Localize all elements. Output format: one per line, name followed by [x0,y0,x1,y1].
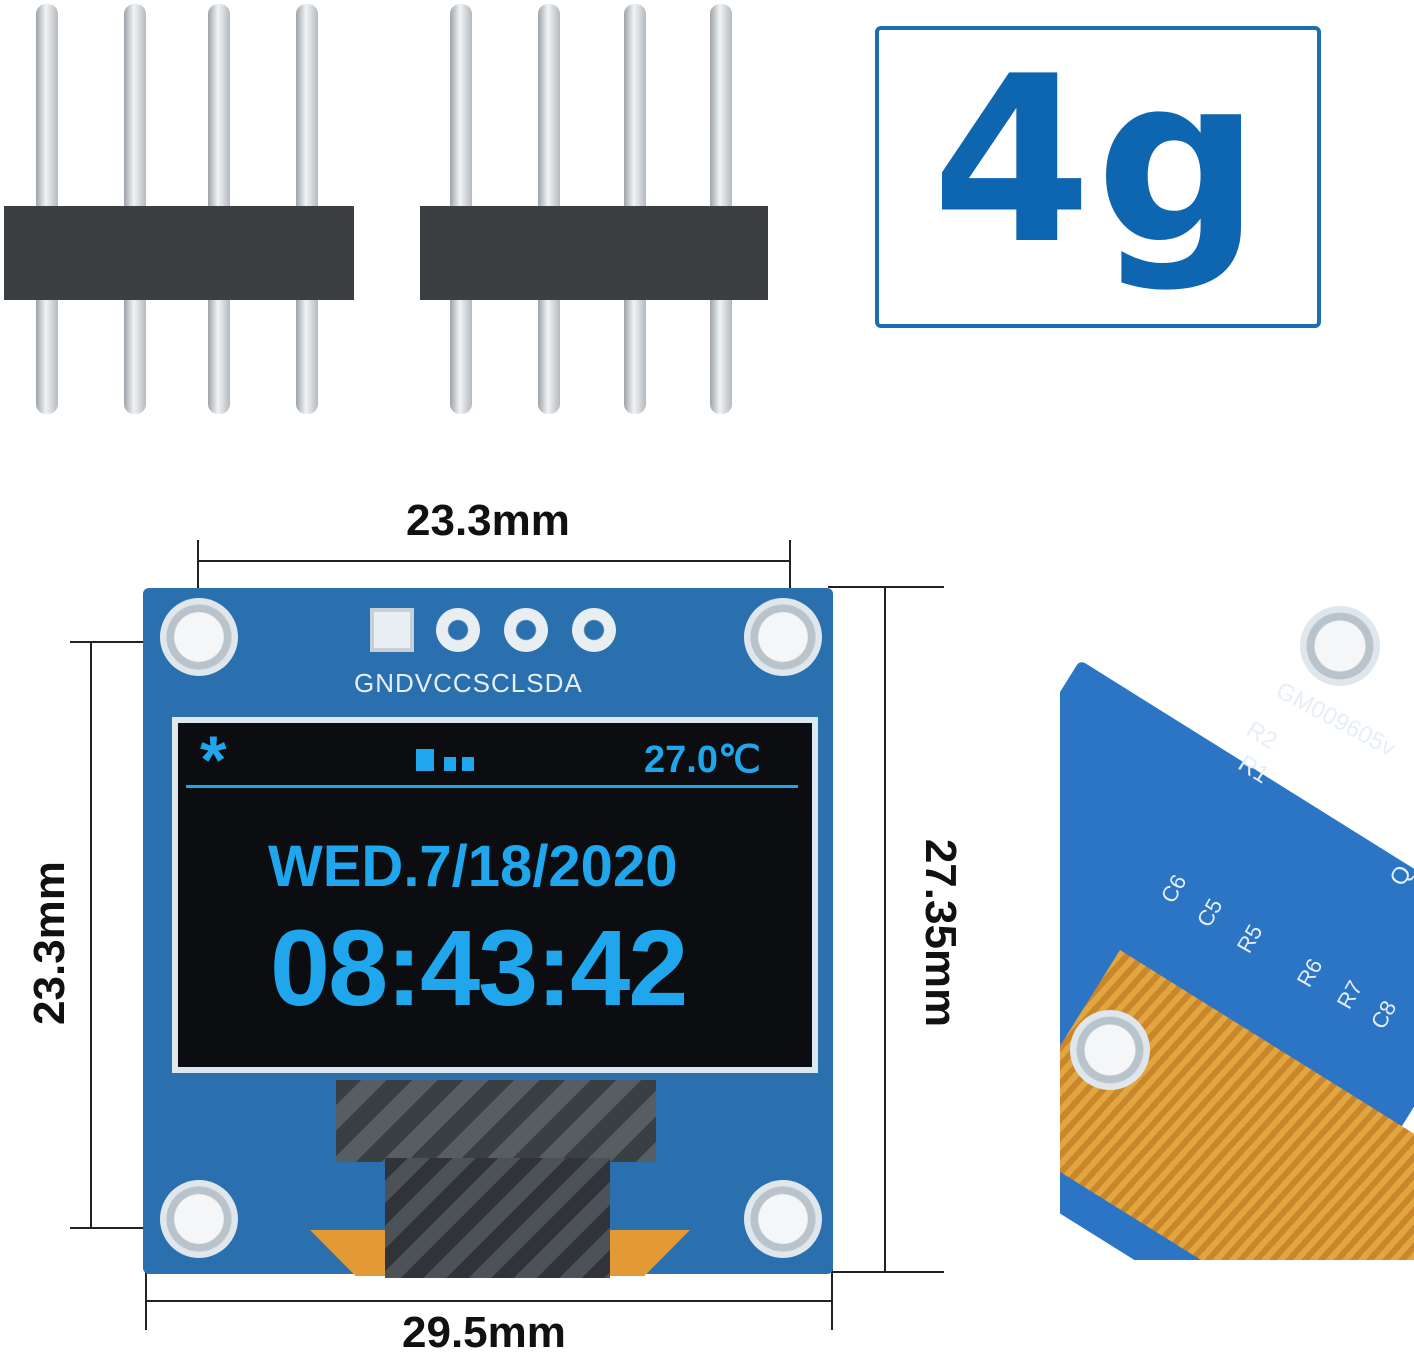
time-readout: 08:43:42 [270,907,688,1028]
dimension-tick [789,540,791,626]
dimension-tick [828,586,944,588]
dimension-left-label: 23.3mm [25,861,74,1025]
dimension-tick [70,641,190,643]
dimension-line-left [90,642,92,1228]
dimension-line-top [198,560,790,562]
pin-gnd-pad [370,608,414,652]
dimension-tick [197,540,199,626]
ribbon-cable [336,1080,656,1162]
dimension-top-label: 23.3mm [406,496,570,545]
dimension-line-bottom [146,1300,832,1302]
mounting-hole-top-right [744,598,822,676]
dimension-tick [831,1244,833,1330]
weight-text: 4g [931,28,1265,295]
mounting-hole-closeup-bottom [1070,1010,1150,1090]
temperature-readout: 27.0℃ [644,739,761,781]
dimension-tick [70,1227,190,1229]
pin-vcc-pad [436,608,480,652]
pin-scl-pad [504,608,548,652]
angled-board-closeup: GM009605v R2 R1 C6 C5 R5 R6 R7 C8 Q [1060,590,1414,1260]
dimension-bottom-label: 29.5mm [402,1308,566,1357]
angled-board-model: GM009605v [1271,676,1400,763]
mounting-hole-closeup-top [1300,606,1380,686]
dimension-line-right [884,586,886,1272]
pin-header-left [4,0,354,420]
weight-badge: 4g [875,26,1321,328]
pin-sda-pad [572,608,616,652]
dimension-tick [145,1244,147,1330]
mounting-hole-bottom-left [160,1180,238,1258]
pin-header-right [420,0,770,420]
flex-cable [385,1158,610,1278]
mounting-hole-bottom-right [744,1180,822,1258]
dimension-right-label: 27.35mm [916,838,965,1028]
mounting-hole-top-left [160,598,238,676]
dimension-tick [828,1271,944,1273]
status-divider [186,785,798,788]
oled-screen: * 27.0℃ WED.7/18/2020 08:43:42 [172,717,818,1073]
date-readout: WED.7/18/2020 [268,834,678,899]
pin-labels: GNDVCCSCLSDA [354,668,583,698]
